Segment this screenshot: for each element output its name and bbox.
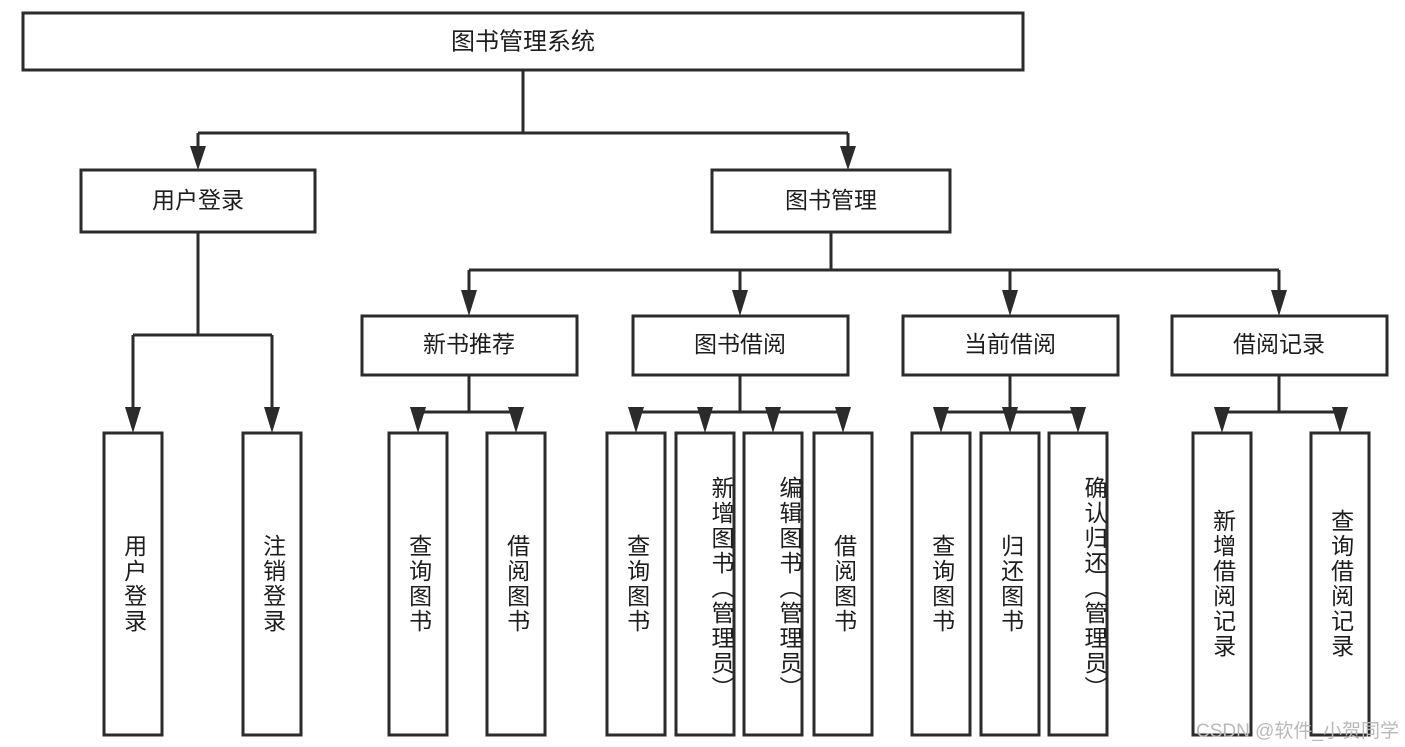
node-new-book-recommend-label: 新书推荐 [423, 331, 515, 357]
leaf-box-add-record[interactable] [1191, 431, 1253, 737]
leaf-boxes [102, 431, 1371, 737]
leaf-box-query-book-3[interactable] [910, 431, 972, 737]
connector-book-management-to-level2 [461, 232, 1287, 316]
leaf-box-edit-book-admin[interactable] [742, 431, 804, 737]
node-book-borrow-label: 图书借阅 [694, 331, 786, 357]
node-user-login-label: 用户登录 [152, 187, 244, 213]
node-book-borrow[interactable]: 图书借阅 [631, 314, 850, 377]
leaf-box-logout[interactable] [241, 431, 303, 737]
connector-root-to-level1 [190, 70, 856, 170]
leaf-box-borrow-book-2[interactable] [812, 431, 874, 737]
connector-borrow-record-to-leaves [1214, 375, 1348, 433]
node-user-login[interactable]: 用户登录 [79, 168, 317, 234]
leaf-box-user-login[interactable] [102, 431, 164, 737]
node-current-borrow-label: 当前借阅 [964, 331, 1056, 357]
node-root-label: 图书管理系统 [451, 28, 595, 55]
node-new-book-recommend[interactable]: 新书推荐 [360, 314, 579, 377]
node-book-management-label: 图书管理 [785, 187, 877, 213]
leaf-box-return-book[interactable] [979, 431, 1041, 737]
connector-book-borrow-to-leaves [628, 375, 851, 433]
leaf-box-query-record[interactable] [1309, 431, 1371, 737]
node-book-management[interactable]: 图书管理 [710, 168, 952, 234]
connector-user-login-to-leaves [125, 232, 280, 433]
node-root[interactable]: 图书管理系统 [21, 11, 1025, 72]
leaf-box-query-book-1[interactable] [387, 431, 449, 737]
connector-new-book-recommend-to-leaves [410, 375, 524, 433]
csdn-watermark: CSDN @软件_小贺同学 [1196, 721, 1399, 742]
node-borrow-record-label: 借阅记录 [1233, 331, 1325, 357]
leaf-box-add-book-admin[interactable] [674, 431, 736, 737]
node-borrow-record[interactable]: 借阅记录 [1170, 314, 1389, 377]
leaf-box-borrow-book-1[interactable] [485, 431, 547, 737]
node-current-borrow[interactable]: 当前借阅 [901, 314, 1120, 377]
leaf-box-confirm-return[interactable] [1047, 431, 1109, 737]
connector-current-borrow-to-leaves [933, 375, 1086, 433]
leaf-box-query-book-2[interactable] [605, 431, 667, 737]
